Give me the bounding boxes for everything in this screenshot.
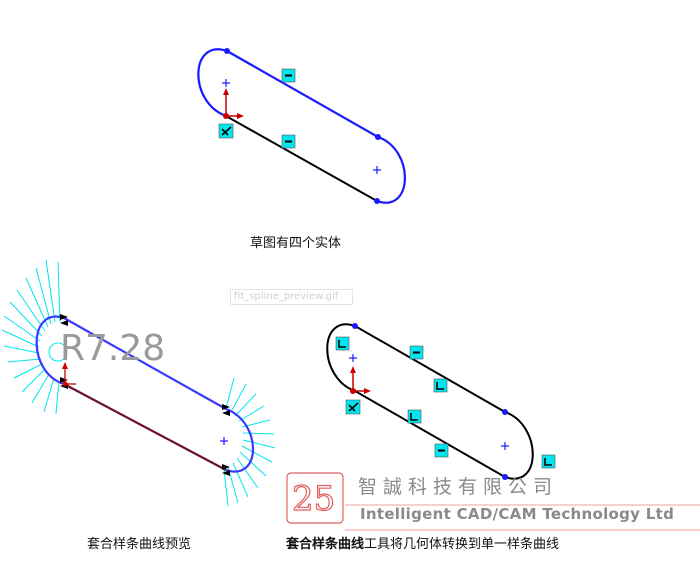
- parallel-relation-icon[interactable]: [434, 443, 449, 458]
- curvature-comb-left: [1, 259, 61, 415]
- coincident-relation-icon[interactable]: [345, 399, 361, 415]
- caption-description: 工具将几何体转换到单一样条曲线: [364, 537, 560, 552]
- coincident-relation-icon[interactable]: [218, 123, 234, 139]
- parallel-relation-icon[interactable]: [281, 68, 296, 83]
- parallel-relation-icon[interactable]: [281, 134, 296, 149]
- preview-upper-segment: [63, 317, 227, 410]
- result-upper-segment[interactable]: [354, 325, 506, 413]
- curvature-comb-right: [223, 377, 276, 507]
- caption-bottom-right: 套合样条曲线工具将几何体转换到单一样条曲线: [286, 533, 559, 552]
- arc-center-mark: [349, 354, 509, 450]
- curvature-circle: [48, 342, 68, 362]
- spline-handle-icon[interactable]: [60, 314, 230, 476]
- tangent-relation-icon[interactable]: [433, 378, 448, 393]
- arc-center-mark: [222, 79, 381, 174]
- upper-line[interactable]: [226, 50, 379, 138]
- tangent-relation-icon[interactable]: [335, 336, 350, 351]
- caption-tool-name: 套合样条曲线: [286, 537, 365, 552]
- result-left-arc[interactable]: [326, 323, 356, 392]
- arc-center-mark: [220, 437, 228, 445]
- caption-bottom-left: 套合样条曲线预览: [87, 537, 192, 552]
- sketch-four-entities: [197, 48, 406, 204]
- spline-point[interactable]: [352, 323, 358, 329]
- result-lower-segment[interactable]: [354, 390, 506, 478]
- lower-line[interactable]: [225, 115, 378, 202]
- preview-left-arc: [35, 315, 65, 386]
- tangent-relation-icon[interactable]: [541, 454, 556, 469]
- right-arc[interactable]: [376, 135, 406, 204]
- endpoint[interactable]: [375, 134, 381, 140]
- spline-point[interactable]: [502, 474, 508, 480]
- caption-top: 草图有四个实体: [250, 236, 342, 251]
- parallel-relation-icon[interactable]: [409, 345, 424, 360]
- origin-icon: [223, 88, 244, 119]
- preview-right-arc: [225, 407, 255, 473]
- origin-icon: [350, 366, 371, 394]
- fit-spline-preview: R7.28: [1, 259, 276, 507]
- badge-number: 25: [292, 479, 335, 519]
- spline-point[interactable]: [502, 409, 508, 415]
- endpoint[interactable]: [374, 198, 380, 204]
- endpoint[interactable]: [224, 48, 230, 54]
- preview-lower-segment: [63, 383, 227, 471]
- left-arc[interactable]: [197, 48, 228, 118]
- company-name-english: Intelligent CAD/CAM Technology Ltd: [360, 505, 675, 523]
- company-name-chinese: 智誠科技有限公司: [358, 476, 559, 498]
- tangent-relation-icon[interactable]: [407, 409, 422, 424]
- origin-icon: [62, 362, 76, 387]
- anniversary-badge-logo: 25: [286, 472, 700, 531]
- radius-dimension-label[interactable]: R7.28: [60, 328, 165, 369]
- broken-image-placeholder: fit_spline_preview.gif: [230, 289, 353, 305]
- result-right-arc[interactable]: [504, 411, 534, 480]
- fit-spline-result: [326, 323, 556, 480]
